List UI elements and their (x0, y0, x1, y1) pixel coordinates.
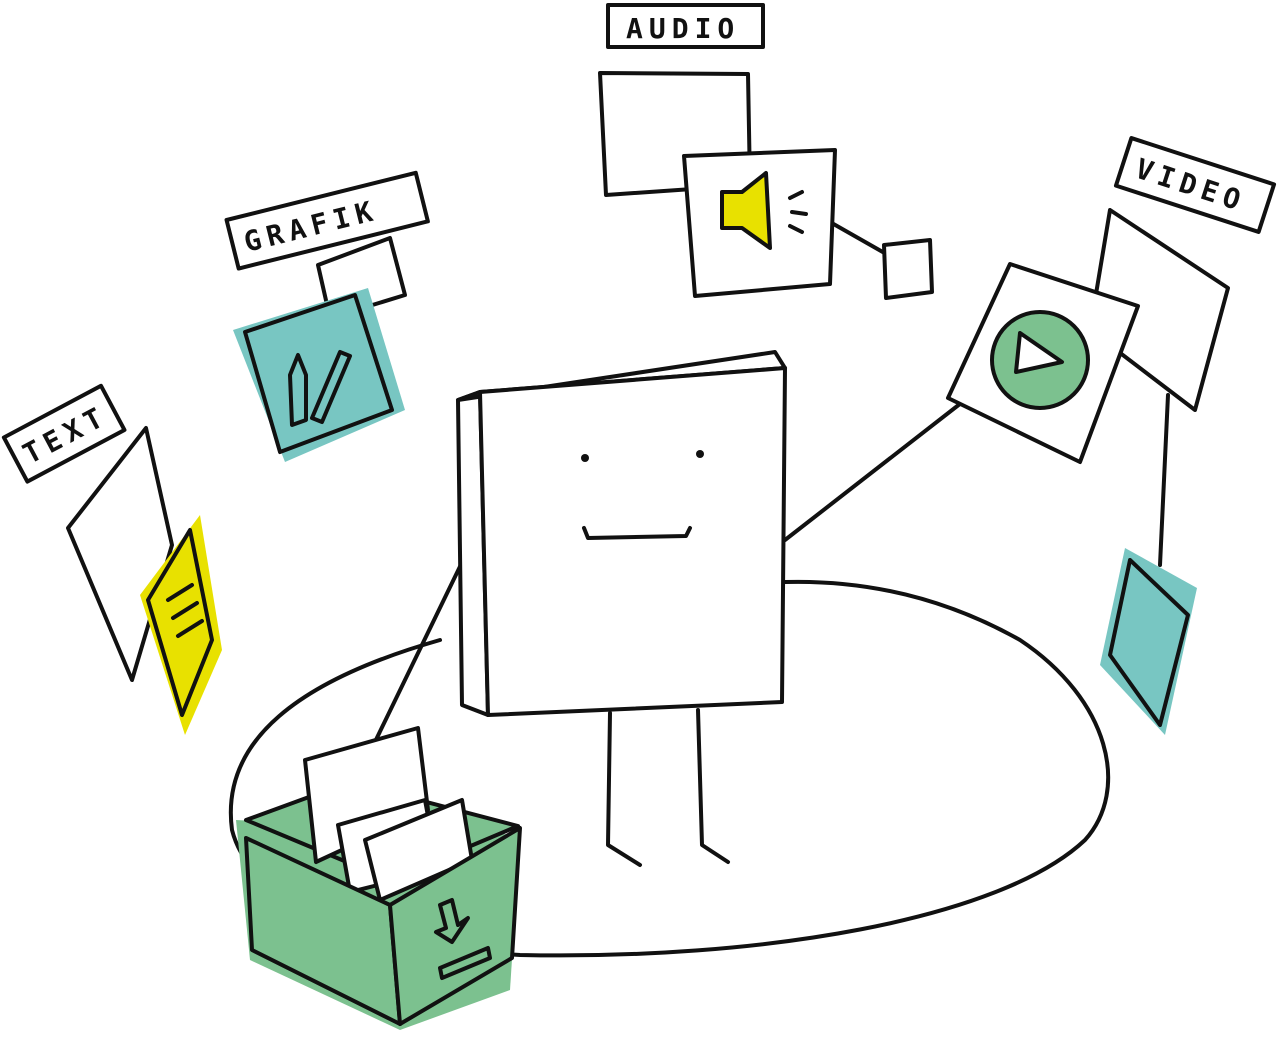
arm-to-box-line (370, 548, 470, 750)
box-front-side (388, 826, 522, 1026)
audio-label: AUDIO (626, 12, 740, 45)
speaker-waves (788, 190, 808, 234)
video-media-group: VIDEO (946, 136, 1277, 735)
grafik-label-box (224, 170, 430, 271)
video-back-page (1088, 208, 1230, 412)
floor-ellipse (228, 579, 1111, 958)
character-body-front (478, 366, 787, 717)
video-stand-line (1158, 393, 1170, 567)
arm-to-video-line (783, 398, 967, 542)
audio-connector-line (828, 220, 890, 257)
character-right-eye (696, 450, 704, 458)
pencil-icon (288, 350, 352, 427)
text-back-page (66, 426, 174, 682)
text-yellow-page (140, 515, 222, 735)
download-icon (434, 898, 492, 980)
storage-box (236, 726, 522, 1030)
video-teal-shape (1108, 558, 1190, 727)
text-label-box (1, 383, 127, 484)
play-icon (1014, 331, 1064, 374)
document-lines-icon (146, 528, 214, 717)
audio-small-page (882, 238, 934, 300)
text-media-group: TEXT (1, 383, 222, 735)
grafik-media-group: GRAFIK (224, 170, 430, 462)
character-left-eye (581, 454, 589, 462)
character-right-leg (696, 708, 730, 864)
character (456, 350, 787, 867)
video-label-box (1113, 136, 1277, 234)
audio-label-box (606, 3, 765, 49)
grafik-teal-page (243, 293, 394, 454)
character-left-leg (606, 711, 642, 867)
character-smile (582, 526, 692, 540)
audio-media-group: AUDIO (598, 3, 934, 300)
speaker-icon (720, 171, 772, 250)
